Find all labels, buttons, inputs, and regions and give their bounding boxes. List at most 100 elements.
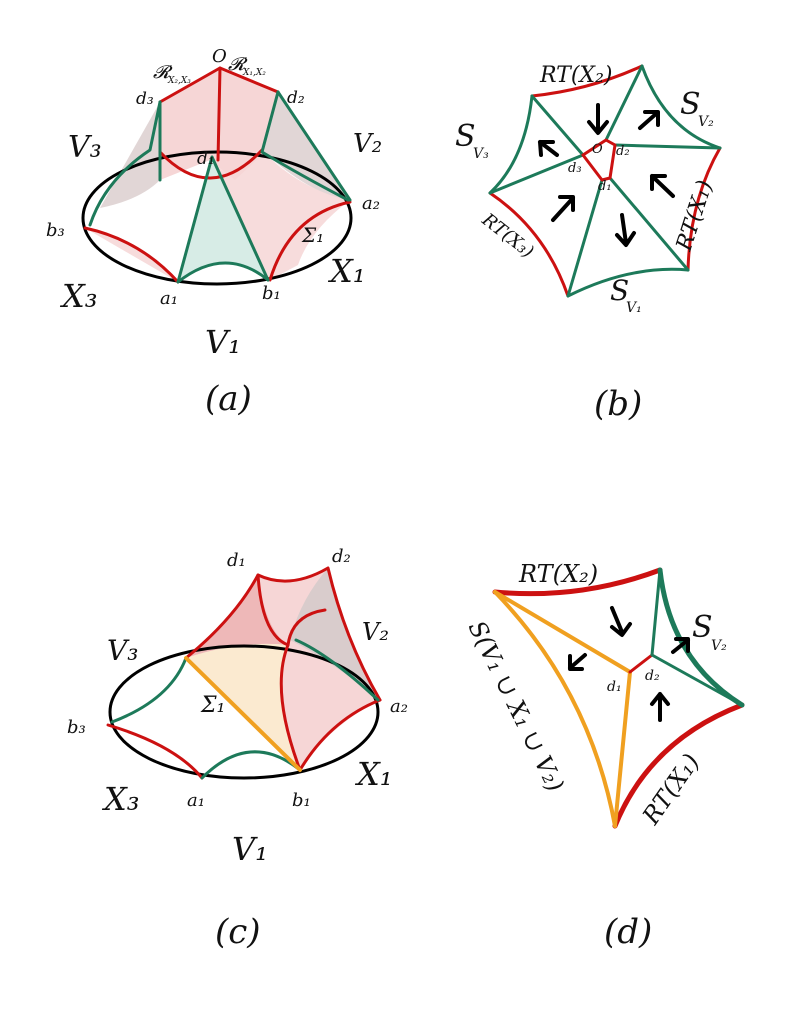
arrow-upleft: [538, 140, 559, 157]
arrow-upright-d: [671, 637, 690, 654]
panel-d: RT(X₂) S V₂ d₁ d₂ S(V₁ ∪ X₁ ∪ V₂) RT(X₁)…: [463, 560, 745, 952]
panel-a: O 𝓡 X₂,X₃ 𝓡 X₁,X₂ d₃ d₂ d₁ V₃ V₂ b₃ a₂ Σ…: [46, 46, 382, 419]
caption-d: (d): [604, 912, 652, 952]
label-c-X1: X₁: [354, 755, 393, 793]
orange-inner-bottom-d: [613, 670, 632, 828]
green-arc-v2-c: [294, 638, 380, 702]
arrow-down-d: [610, 606, 632, 637]
label-X1: X₁: [327, 252, 366, 290]
label-d1: d₁: [197, 149, 215, 169]
label-d-s-union: S(V₁ ∪ X₁ ∪ V₂): [463, 616, 570, 796]
green-inner-top: [530, 94, 585, 157]
label-c-V3: V₃: [107, 634, 138, 667]
green-inner-right: [613, 143, 722, 150]
caption-a: (a): [205, 379, 252, 419]
arrow-down-bottom: [615, 213, 636, 247]
green-inner-top-d: [650, 568, 662, 657]
s-v2-arc-d: [657, 567, 745, 708]
red-inner-o: [581, 138, 617, 182]
red-inner-d: [628, 653, 654, 674]
label-s-v2-sub: V₂: [698, 114, 714, 130]
label-b-d3: d₃: [568, 161, 582, 176]
label-R-x2x3: 𝓡: [153, 62, 173, 83]
label-c-a2: a₂: [390, 696, 408, 717]
red-ridge-c: [184, 566, 382, 702]
green-inner-right2: [608, 176, 690, 272]
boundary-ellipse-c: [108, 644, 380, 780]
label-b3: b₃: [46, 220, 65, 241]
arrow-upright-left: [551, 195, 575, 222]
label-V1: V₁: [205, 323, 241, 361]
green-edge-d3: [88, 100, 162, 227]
label-O: O: [212, 46, 227, 67]
arrow-downleft-d: [568, 653, 587, 671]
label-c-V2: V₂: [362, 618, 389, 646]
green-edge-d2-inner: [260, 90, 350, 202]
green-inner-bottom: [566, 178, 604, 298]
label-Sigma1: Σ₁: [301, 223, 324, 247]
label-b-d2: d₂: [616, 144, 630, 159]
red-edge-O-d1: [216, 66, 222, 162]
label-V2: V₂: [353, 129, 382, 159]
label-a2: a₂: [362, 193, 380, 214]
rt-x2-arc-d: [492, 567, 663, 597]
green-arc-a1-b1-c: [200, 750, 302, 780]
arrow-down-top: [587, 103, 609, 135]
green-inner-left: [488, 153, 585, 195]
panel-c: d₁ d₂ V₃ V₂ b₃ a₂ Σ₁ X₃ a₁ b₁ X₁ V₁ (c): [67, 546, 408, 952]
region-fill-grey-right: [262, 92, 350, 200]
label-R-x1x2: 𝓡: [228, 54, 248, 75]
label-c-b1: b₁: [292, 790, 311, 811]
label-X3: X₃: [59, 277, 98, 315]
red-arc-b1-a2-c: [298, 698, 382, 772]
s-v2-arc: [640, 64, 722, 150]
green-inner-top2: [604, 64, 644, 142]
arrow-upleft-right: [650, 174, 675, 198]
s-union-arc-d: [493, 590, 617, 828]
label-R-x2x3-sub: X₂,X₃: [167, 76, 191, 86]
rt-x1-arc: [686, 146, 722, 272]
label-d3: d₃: [136, 89, 154, 109]
arrow-upright: [638, 110, 660, 130]
label-rt-x3: RT(X₃): [477, 209, 537, 263]
caption-b: (b): [594, 384, 642, 424]
green-arc-v3-c: [110, 656, 188, 724]
label-a1: a₁: [160, 288, 178, 309]
orange-inner-top-d: [493, 590, 632, 674]
label-b1: b₁: [262, 283, 281, 304]
label-s-v1-sub: V₁: [626, 300, 642, 316]
red-arc-b3-a1: [83, 226, 180, 284]
label-d-s-v2-sub: V₂: [711, 638, 727, 654]
label-d-d1: d₁: [607, 679, 622, 695]
label-d-rt-x1: RT(X₁): [636, 749, 705, 831]
rt-x3-arc: [488, 191, 570, 298]
label-R-x1x2-sub: X₁,X₂: [242, 68, 266, 78]
green-arc-a1-b1: [176, 261, 270, 284]
red-arc-b1-a2: [268, 200, 352, 282]
label-V3: V₃: [68, 130, 102, 165]
s-v1-arc: [566, 267, 690, 298]
label-s-v3: S: [455, 119, 476, 154]
label-c-b3: b₃: [67, 717, 86, 738]
region-fill-grey-c: [290, 568, 380, 700]
label-c-Sigma1: Σ₁: [200, 693, 225, 718]
label-rt-x1: RT(X₁): [672, 177, 718, 255]
red-arc-d1: [158, 148, 264, 180]
rt-x1-arc-d: [612, 702, 745, 829]
region-fill-teal: [178, 157, 268, 282]
red-arc-c-inner: [286, 608, 327, 647]
green-inner-right-d: [650, 653, 744, 707]
label-s-v3-sub: V₃: [473, 146, 489, 162]
label-c-a1: a₁: [187, 790, 205, 811]
caption-c: (c): [215, 912, 261, 952]
label-c-X3: X₃: [101, 780, 140, 818]
label-d2: d₂: [287, 88, 305, 108]
label-s-v2: S: [680, 87, 701, 122]
label-b-d1: d₁: [598, 179, 612, 194]
label-b-O: O: [592, 142, 603, 157]
green-triangle: [176, 155, 270, 284]
label-d-rt-x2: RT(X₂): [518, 560, 598, 588]
rt-x2-arc: [530, 64, 644, 98]
panel-b: RT(X₂) S V₂ S V₃ O d₂ d₃ d₁ RT(X₁) RT(X₃…: [455, 63, 722, 424]
